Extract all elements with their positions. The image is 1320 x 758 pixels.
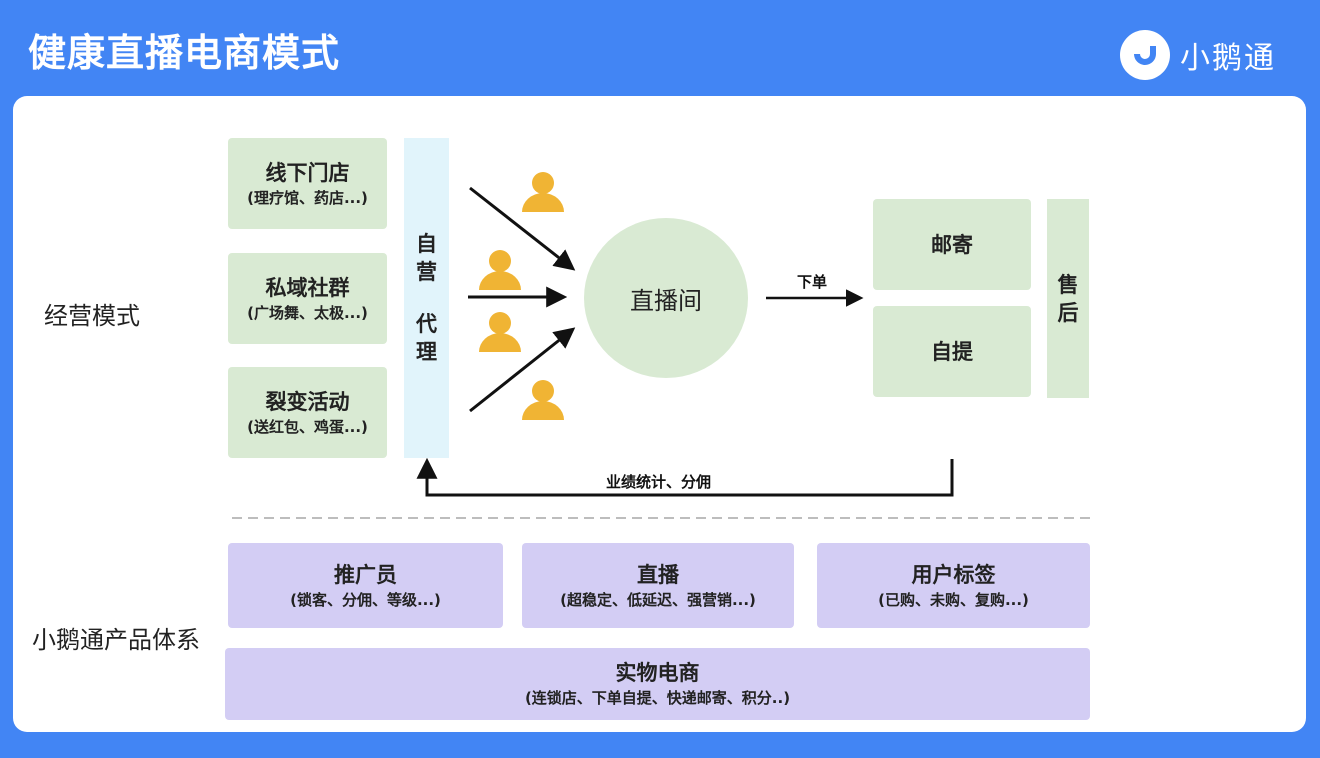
- self-run-label: 自营: [416, 232, 437, 284]
- operation-mode-label: 经营模式: [44, 302, 140, 330]
- self-run-agent-bar: 自营 代理: [404, 138, 449, 458]
- channel-subtitle: (广场舞、太极...): [247, 303, 368, 322]
- product-promoter: 推广员 (锁客、分佣、等级...): [228, 543, 503, 628]
- fulfillment-mail: 邮寄: [873, 199, 1031, 290]
- brand-name: 小鹅通: [1180, 41, 1276, 76]
- product-system-label: 小鹅通产品体系: [32, 626, 200, 654]
- fulfillment-pickup: 自提: [873, 306, 1031, 397]
- product-user-tags: 用户标签 (已购、未购、复购...): [817, 543, 1090, 628]
- arrow-to-live-room-top: [469, 186, 576, 271]
- person-icon: [479, 312, 521, 352]
- channel-fission-activity: 裂变活动 (送红包、鸡蛋...): [228, 367, 387, 458]
- person-icon: [522, 172, 564, 212]
- channel-title: 线下门店: [265, 160, 350, 185]
- product-title: 用户标签: [911, 562, 996, 587]
- product-title: 推广员: [334, 562, 397, 587]
- person-icon: [479, 250, 521, 290]
- channel-subtitle: (送红包、鸡蛋...): [247, 417, 368, 436]
- goose-logo-icon: [1120, 30, 1170, 80]
- live-room-circle: 直播间: [584, 218, 748, 378]
- arrow-to-live-room-bottom: [469, 327, 576, 413]
- brand-logo: 小鹅通: [1120, 30, 1276, 80]
- feedback-label: 业绩统计、分佣: [606, 473, 712, 491]
- channel-offline-store: 线下门店 (理疗馆、药店...): [228, 138, 387, 229]
- product-subtitle: (连锁店、下单自提、快递邮寄、积分..): [524, 689, 791, 707]
- product-title: 实物电商: [615, 661, 700, 685]
- fulfillment-label: 自提: [931, 339, 973, 364]
- channel-title: 裂变活动: [265, 389, 350, 414]
- live-room-label: 直播间: [630, 286, 702, 315]
- arrow-feedback: [416, 457, 954, 497]
- product-physical-ecommerce: 实物电商 (连锁店、下单自提、快递邮寄、积分..): [225, 648, 1090, 720]
- product-subtitle: (锁客、分佣、等级...): [290, 590, 441, 609]
- agent-label: 代理: [416, 312, 437, 364]
- product-live: 直播 (超稳定、低延迟、强营销...): [522, 543, 794, 628]
- person-icon: [522, 380, 564, 420]
- product-subtitle: (超稳定、低延迟、强营销...): [560, 590, 756, 609]
- order-label: 下单: [797, 273, 828, 291]
- channel-private-community: 私域社群 (广场舞、太极...): [228, 253, 387, 344]
- after-sales-label: 售后: [1057, 272, 1079, 325]
- fulfillment-label: 邮寄: [931, 232, 973, 257]
- product-title: 直播: [637, 562, 679, 587]
- page-title: 健康直播电商模式: [28, 31, 341, 75]
- channel-subtitle: (理疗馆、药店...): [247, 188, 368, 207]
- channel-title: 私域社群: [265, 275, 350, 300]
- after-sales-bar: 售后: [1047, 199, 1089, 398]
- product-subtitle: (已购、未购、复购...): [878, 590, 1029, 609]
